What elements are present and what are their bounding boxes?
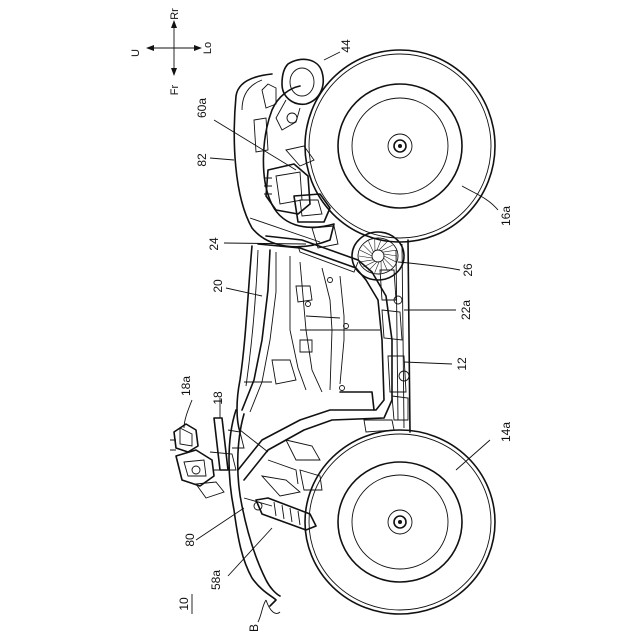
leader-26 — [398, 262, 460, 270]
steering-assembly — [170, 418, 244, 498]
label-58a: 58a — [209, 570, 223, 590]
label-24: 24 — [207, 237, 221, 251]
label-16a: 16a — [499, 206, 513, 226]
leader-44 — [324, 52, 340, 60]
front-fender — [229, 410, 280, 614]
label-60a: 60a — [195, 98, 209, 118]
direction-front-label: Fr — [169, 84, 181, 95]
leader-20 — [226, 288, 262, 296]
engine-area — [264, 146, 338, 248]
label-18: 18 — [211, 391, 225, 405]
label-20: 20 — [211, 279, 225, 293]
label-14a: 14a — [499, 422, 513, 442]
arrow-rear-icon — [171, 20, 177, 28]
arrow-up-icon — [146, 45, 154, 51]
direction-rear-label: Rr — [169, 8, 181, 20]
label-44: 44 — [339, 39, 353, 53]
label-figure-number: 10 — [177, 597, 191, 611]
label-80: 80 — [183, 533, 197, 547]
rear-wheel — [305, 50, 495, 242]
label-b: B — [247, 624, 261, 632]
orientation-compass: U Lo Fr Rr — [130, 8, 214, 95]
lower-chassis — [380, 240, 410, 432]
label-26: 26 — [461, 263, 475, 277]
label-18a: 18a — [179, 376, 193, 396]
leader-82 — [210, 158, 234, 160]
front-wheel — [305, 430, 495, 614]
leader-b — [258, 600, 266, 622]
leader-58a — [228, 528, 272, 576]
leader-12 — [404, 362, 452, 364]
label-12: 12 — [455, 357, 469, 371]
leader-24 — [224, 243, 306, 244]
leader-14a — [456, 440, 490, 470]
side-panel — [237, 246, 272, 432]
leader-60a — [214, 120, 296, 170]
rear-fender — [234, 74, 334, 247]
arrow-low-icon — [194, 45, 202, 51]
label-82: 82 — [195, 153, 209, 167]
leader-lines — [184, 52, 498, 622]
label-22a: 22a — [459, 300, 473, 320]
direction-low-label: Lo — [202, 42, 214, 54]
direction-up-label: U — [130, 49, 142, 57]
arrow-front-icon — [171, 68, 177, 76]
